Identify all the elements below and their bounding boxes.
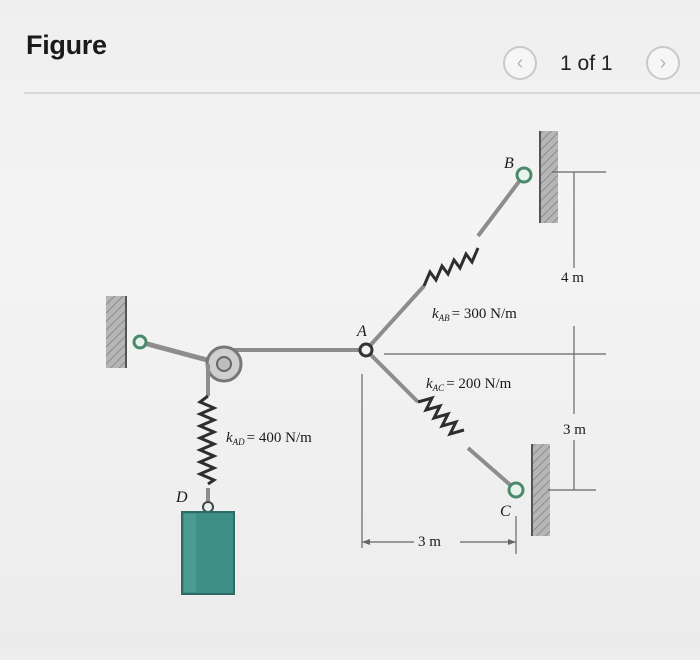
page-counter: 1 of 1 [560, 52, 613, 75]
pin-c [507, 481, 525, 499]
wall-bottom-right [532, 444, 550, 536]
figure-title: Figure [26, 30, 107, 60]
label-k-ad: kAD= 400 N/m [226, 430, 312, 447]
previous-figure-button[interactable]: ‹ [503, 46, 537, 80]
label-dim-3m-vertical: 3 m [563, 422, 586, 438]
pin-left-wall [132, 334, 148, 350]
label-k-ac: kAC= 200 N/m [426, 376, 512, 393]
header-divider [24, 92, 700, 94]
chevron-right-icon: › [659, 51, 667, 74]
wall-left [106, 296, 126, 368]
label-k-ab: kAB= 300 N/m [432, 306, 517, 323]
spring-ac [417, 395, 465, 437]
label-dim-3m-horizontal: 3 m [418, 534, 441, 550]
next-figure-button[interactable]: › [646, 46, 680, 80]
label-dim-4m: 4 m [561, 270, 584, 286]
figure-canvas: B A C D kAB= 300 N/m kAC= 200 N/m kAD= 4… [0, 96, 700, 655]
chevron-left-icon: ‹ [516, 51, 524, 74]
label-point-b: B [504, 155, 514, 172]
pin-b [515, 166, 533, 184]
ring-a [358, 342, 374, 358]
wall-top-right [540, 131, 558, 223]
label-point-a: A [356, 323, 367, 340]
spring-ad [196, 394, 218, 486]
spring-ab [422, 247, 480, 287]
figure-header: Figure ‹ 1 of 1 › [0, 0, 700, 96]
label-point-c: C [500, 503, 511, 520]
label-point-d: D [175, 489, 188, 506]
spring-system-diagram: B A C D kAB= 300 N/m kAC= 200 N/m kAD= 4… [106, 131, 606, 595]
